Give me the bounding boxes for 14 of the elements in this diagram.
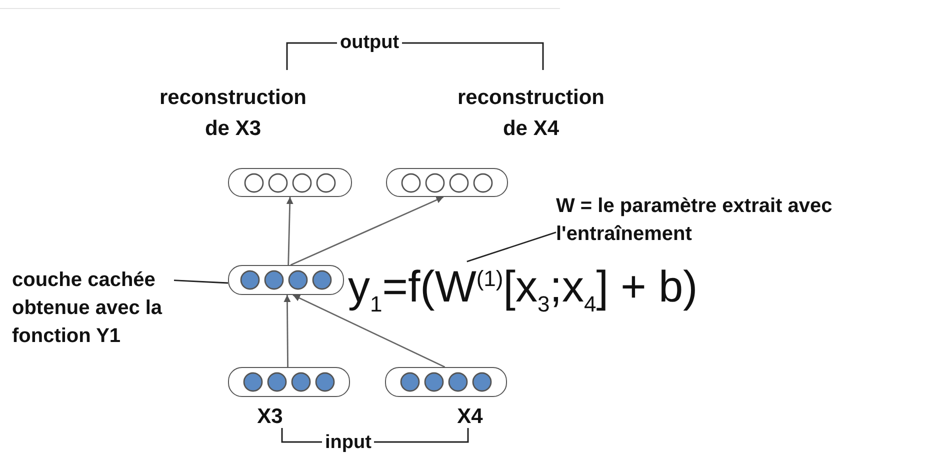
arrow bbox=[290, 196, 444, 266]
layer-heading: X3 bbox=[256, 404, 284, 430]
annotation-text: couche cachée obtenue avec la fonction Y1 bbox=[12, 266, 174, 350]
arrow bbox=[284, 295, 291, 367]
layer-heading: X4 bbox=[456, 404, 484, 430]
leader-line bbox=[466, 232, 556, 262]
leader-line bbox=[174, 280, 228, 284]
arrow bbox=[286, 196, 294, 266]
layer-heading: reconstruction de X4 bbox=[456, 85, 606, 142]
bracket-label: input bbox=[322, 432, 374, 454]
arrow bbox=[292, 294, 446, 368]
formula-text: y$_{1}$=f(W$^{(1)}$[x$_{3}$;x$_{4}$] + b) bbox=[348, 254, 698, 330]
annotation-text: W = le paramètre extrait avec l'entraînement bbox=[556, 192, 921, 248]
layer-heading: reconstruction de X3 bbox=[158, 85, 308, 142]
